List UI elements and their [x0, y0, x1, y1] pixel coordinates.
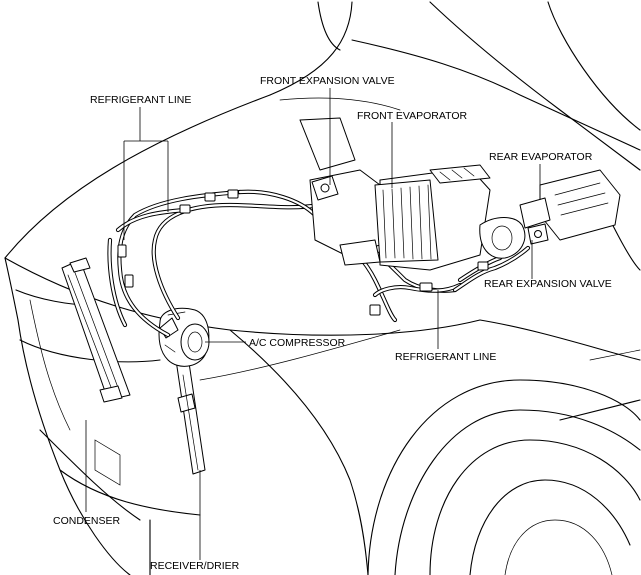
receiver-drier [174, 355, 206, 475]
ac-compressor [158, 307, 210, 367]
leader-lines [85, 88, 541, 560]
label-receiver-drier: RECEIVER/DRIER [150, 560, 240, 572]
condenser [61, 257, 131, 403]
label-refrigerant-line-top: REFRIGERANT LINE [90, 94, 191, 106]
label-ac-compressor: A/C COMPRESSOR [249, 337, 346, 349]
label-rear-evaporator: REAR EVAPORATOR [489, 151, 593, 163]
rear-evaporator [479, 169, 621, 259]
label-front-evaporator: FRONT EVAPORATOR [357, 110, 467, 122]
label-condenser: CONDENSER [53, 515, 121, 527]
label-refrigerant-line-bottom: REFRIGERANT LINE [395, 351, 496, 363]
front-expansion-valve [311, 175, 339, 201]
vehicle-body [4, 1, 641, 575]
refrigerant-lines [107, 189, 531, 338]
callout-labels: REFRIGERANT LINE FRONT EXPANSION VALVE F… [53, 75, 612, 572]
label-front-expansion-valve: FRONT EXPANSION VALVE [260, 75, 395, 87]
rear-expansion-valve [527, 223, 549, 245]
label-rear-expansion-valve: REAR EXPANSION VALVE [484, 278, 612, 290]
